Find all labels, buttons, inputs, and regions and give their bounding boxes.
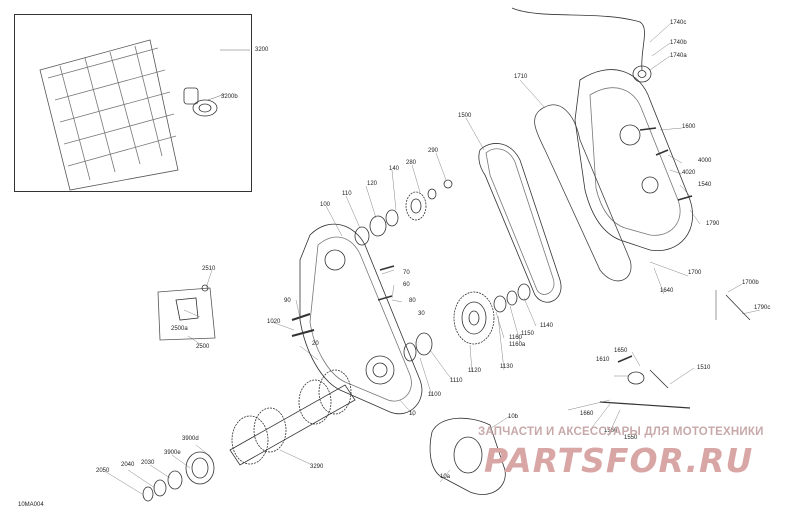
callout-1160a: 1160a xyxy=(509,342,526,348)
inner-housing-drawing xyxy=(299,223,423,415)
callout-1740a: 1740a xyxy=(670,53,687,59)
callout-30: 30 xyxy=(418,311,425,317)
callout-1120: 1120 xyxy=(468,368,481,374)
callout-1700: 1700 xyxy=(688,270,702,276)
large-sprocket-drawing xyxy=(403,283,531,362)
callout-70: 70 xyxy=(403,270,410,276)
callout-1160: 1160 xyxy=(509,335,522,341)
callout-1740c: 1740c xyxy=(670,20,687,26)
callout-3900d: 3900d xyxy=(182,436,199,442)
watermark-tagline: ЗАПЧАСТИ И АКСЕССУАРЫ ДЛЯ МОТОТЕХНИКИ xyxy=(478,426,764,438)
callout-1710: 1710 xyxy=(514,74,528,80)
callout-120: 120 xyxy=(367,181,378,187)
callout-1500: 1500 xyxy=(458,113,472,119)
callout-280: 280 xyxy=(406,160,417,166)
callout-90: 90 xyxy=(284,298,291,304)
callout-1130: 1130 xyxy=(500,364,513,370)
chain-guide-drawing xyxy=(534,104,632,282)
callout-1790: 1790 xyxy=(706,221,720,227)
callout-1510: 1510 xyxy=(697,365,711,371)
callout-1100: 1100 xyxy=(428,392,441,398)
callout-1600: 1600 xyxy=(682,124,696,130)
bracket-drawing xyxy=(157,284,216,341)
chain-detail-drawing xyxy=(39,39,218,191)
callout-60: 60 xyxy=(403,282,410,288)
callout-1790c: 1790c xyxy=(754,305,771,311)
callout-140: 140 xyxy=(389,166,400,172)
drive-shaft-drawing xyxy=(142,369,356,502)
callout-3200b: 3200b xyxy=(221,94,238,100)
callout-100: 100 xyxy=(320,202,331,208)
callout-110: 110 xyxy=(342,191,352,197)
callout-1640: 1640 xyxy=(660,288,674,294)
callout-1150: 1150 xyxy=(521,331,534,337)
callout-3900e: 3900e xyxy=(164,450,181,456)
cable-drawing xyxy=(511,7,652,83)
callout-4020: 4020 xyxy=(682,170,696,176)
callout-2050: 2050 xyxy=(96,468,110,474)
callout-1020: 1020 xyxy=(267,319,281,325)
callout-1540: 1540 xyxy=(698,182,712,188)
callout-2510: 2510 xyxy=(202,266,216,272)
callout-1610: 1610 xyxy=(596,357,610,363)
callout-3200: 3200 xyxy=(255,47,269,53)
callout-1700b: 1700b xyxy=(742,280,759,286)
callout-1660: 1660 xyxy=(580,411,594,417)
sprocket-stack-drawing xyxy=(354,179,453,246)
callout-4000: 4000 xyxy=(698,158,712,164)
callout-10: 10 xyxy=(409,411,416,417)
figure-id: 10MA004 xyxy=(18,502,44,508)
chain-detail-inset xyxy=(14,14,252,192)
cover-plate-drawing xyxy=(429,417,506,495)
watermark-logo: PARTSFOR.RU xyxy=(484,441,754,480)
tensioner-drawing xyxy=(599,290,751,409)
outer-cover-drawing xyxy=(574,69,693,252)
callout-2030: 2030 xyxy=(141,460,155,466)
callout-1740b: 1740b xyxy=(670,40,687,46)
callout-80: 80 xyxy=(409,298,416,304)
callout-290: 290 xyxy=(428,148,439,154)
drive-belt-drawing xyxy=(478,143,562,303)
callout-1550: 1550 xyxy=(624,435,638,441)
callout-3290: 3290 xyxy=(310,464,324,470)
callout-2500: 2500 xyxy=(196,344,210,350)
callout-2040: 2040 xyxy=(121,462,135,468)
callout-10b: 10b xyxy=(508,414,519,420)
callout-1140: 1140 xyxy=(540,323,553,329)
small-fasteners-drawing xyxy=(291,127,693,363)
callout-20: 20 xyxy=(312,341,319,347)
callout-10a: 10a xyxy=(440,474,451,480)
callout-1560: 1560 xyxy=(604,428,618,434)
callout-1650: 1650 xyxy=(614,348,628,354)
callout-1110: 1110 xyxy=(450,378,463,384)
callout-2500a: 2500a xyxy=(171,326,188,332)
